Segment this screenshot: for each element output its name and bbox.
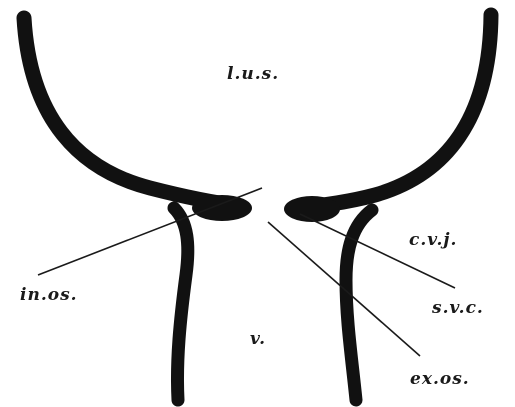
label-svc: s.v.c. [431, 298, 484, 318]
leader-svc [300, 214, 455, 288]
label-ex-os: ex.os. [410, 369, 470, 389]
label-lus: l.u.s. [227, 64, 279, 84]
label-v: v. [250, 329, 266, 349]
left-vaginal-wall [174, 208, 188, 400]
right-cervical-lip [284, 196, 340, 222]
leader-in-os [38, 188, 262, 275]
right-uterine-wall [296, 15, 491, 208]
left-uterine-wall [24, 18, 240, 206]
label-in-os: in.os. [20, 285, 78, 305]
left-cervical-lip [192, 195, 252, 221]
label-cvj: c.v.j. [409, 230, 457, 250]
